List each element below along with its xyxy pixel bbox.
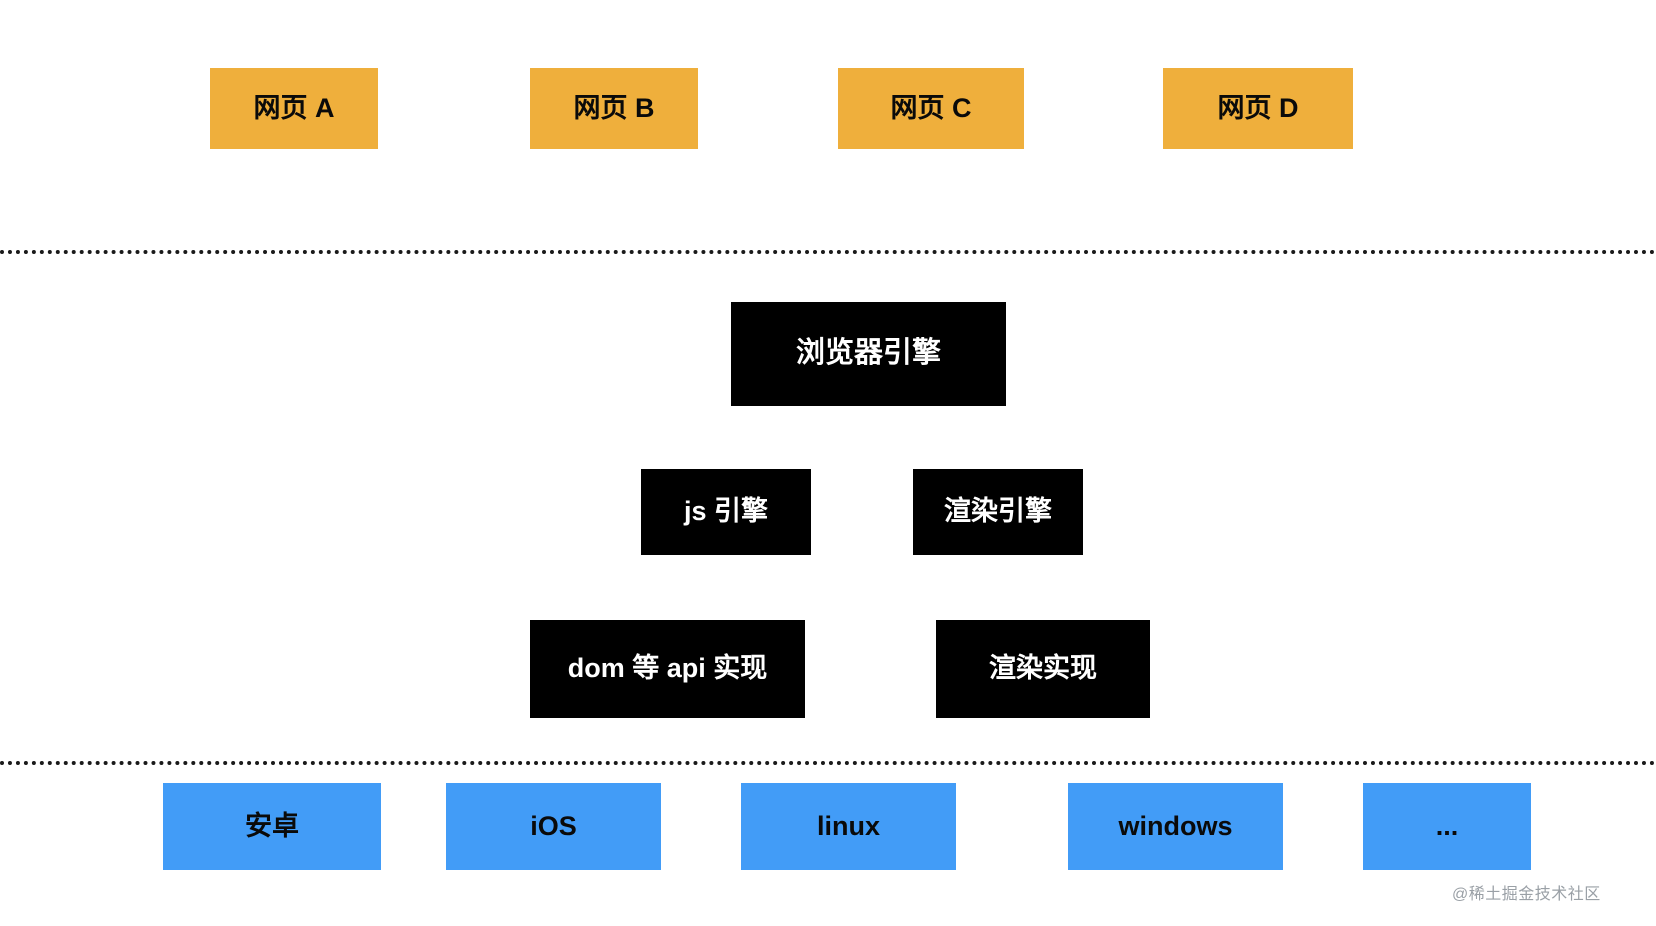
page-box-c: 网页 C	[838, 68, 1024, 149]
os-box-linux: linux	[741, 783, 956, 870]
os-box-ios-label: iOS	[530, 810, 577, 841]
js-engine-box: js 引擎	[641, 469, 811, 555]
os-box-ios: iOS	[446, 783, 661, 870]
os-box-linux-label: linux	[816, 810, 880, 841]
os-box-windows-label: windows	[1118, 810, 1233, 841]
os-box-more: ...	[1363, 783, 1531, 870]
render-engine-box: 渲染引擎	[913, 469, 1083, 555]
watermark: @稀土掘金技术社区	[1452, 886, 1601, 903]
os-box-android: 安卓	[163, 783, 381, 870]
browser-engine-box: 浏览器引擎	[731, 302, 1006, 406]
page-box-a: 网页 A	[210, 68, 378, 149]
page-box-b-label: 网页 B	[573, 92, 655, 123]
os-box-windows: windows	[1068, 783, 1283, 870]
engine-os-divider	[0, 761, 1656, 765]
page-box-c-label: 网页 C	[890, 92, 972, 123]
js-engine-label: js 引擎	[683, 496, 769, 527]
browser-engine-label: 浏览器引擎	[795, 337, 941, 370]
render-impl-label: 渲染实现	[989, 653, 1097, 684]
page-box-a-label: 网页 A	[253, 92, 335, 123]
os-box-more-label: ...	[1435, 810, 1459, 841]
dom-api-impl-label: dom 等 api 实现	[567, 653, 768, 684]
page-box-d: 网页 D	[1163, 68, 1353, 149]
os-box-android-label: 安卓	[245, 810, 299, 841]
render-engine-label: 渲染引擎	[944, 496, 1052, 527]
dom-api-impl-box: dom 等 api 实现	[530, 620, 805, 718]
page-box-d-label: 网页 D	[1217, 92, 1299, 123]
page-box-b: 网页 B	[530, 68, 698, 149]
render-impl-box: 渲染实现	[936, 620, 1150, 718]
pages-engine-divider	[0, 250, 1656, 254]
